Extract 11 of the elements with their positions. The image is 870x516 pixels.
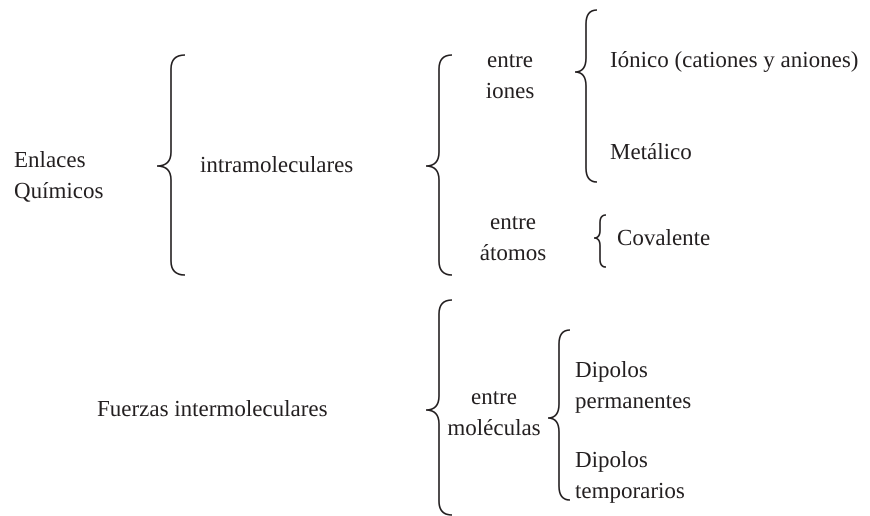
category-label: entre iones [484, 46, 536, 105]
category-label: entre átomos [478, 208, 548, 267]
category-label: Covalente [617, 224, 712, 252]
category-label: intramoleculares [200, 151, 354, 179]
category-label: Dipolos temporarios [575, 446, 686, 505]
category-label: entre moléculas [446, 383, 542, 442]
category-label: Metálico [610, 138, 693, 166]
category-label: Enlaces Químicos [14, 146, 104, 205]
category-label: Dipolos permanentes [575, 356, 692, 415]
category-label: Iónico (cationes y aniones) [610, 46, 860, 74]
category-label: Fuerzas intermoleculares [97, 395, 329, 423]
